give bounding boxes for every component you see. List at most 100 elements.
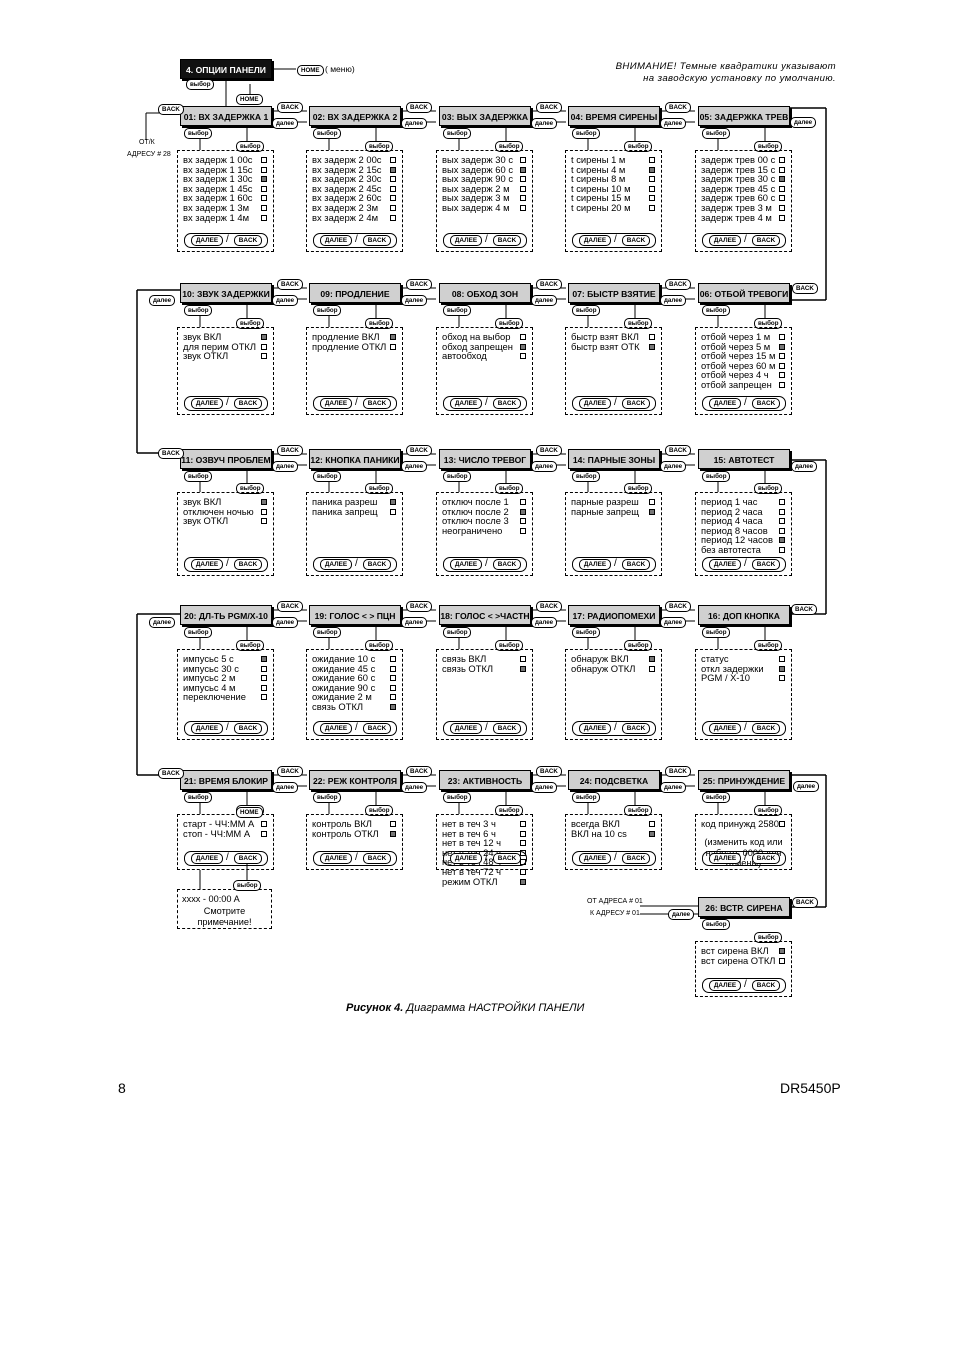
select-pill-left-3[interactable]: выбор	[443, 128, 472, 139]
back-button[interactable]: BACK	[363, 723, 391, 734]
option-item[interactable]: вх задерж 2 45с	[312, 183, 396, 194]
back-button[interactable]: BACK	[493, 723, 521, 734]
select-pill-left-23[interactable]: выбор	[443, 792, 472, 803]
checkbox[interactable]	[390, 821, 396, 827]
checkbox[interactable]	[779, 499, 785, 505]
back-button[interactable]: BACK	[493, 559, 521, 570]
select-pill-left-7[interactable]: выбор	[313, 305, 342, 316]
option-item[interactable]: ожидание 60 с	[312, 673, 396, 683]
back-button[interactable]: BACK	[234, 723, 262, 734]
checkbox[interactable]	[779, 675, 785, 682]
back-link-0-1[interactable]: BACK	[406, 102, 432, 113]
back-button[interactable]: BACK	[622, 559, 650, 570]
checkbox[interactable]	[779, 195, 785, 202]
checkbox[interactable]	[261, 665, 267, 672]
option-item[interactable]: импусьс 30 с	[183, 663, 267, 674]
next-link-row3-left[interactable]: далее	[149, 617, 176, 628]
menu-title-14[interactable]: 14: ПАРНЫЕ ЗОНЫ	[568, 449, 660, 469]
back-link-3-2[interactable]: BACK	[536, 601, 562, 612]
checkbox[interactable]	[520, 195, 526, 202]
option-item[interactable]: переключение	[183, 692, 267, 702]
option-item[interactable]: контроль ОТКЛ	[312, 828, 396, 839]
option-item[interactable]: задерж трев 3 м	[701, 203, 785, 213]
option-item[interactable]: стоп - ЧЧ:ММ А	[183, 828, 267, 839]
back-button[interactable]: BACK	[234, 853, 262, 864]
select-pill-left-12[interactable]: выбор	[313, 471, 342, 482]
select-pill-right-26[interactable]: выбор	[754, 932, 783, 943]
checkbox[interactable]	[261, 518, 267, 525]
checkbox[interactable]	[390, 176, 396, 183]
option-item[interactable]: отбой через 4 ч	[701, 370, 785, 380]
option-item[interactable]: вх задерж 1 4м	[183, 212, 267, 223]
option-item[interactable]: отбой запрещен	[701, 380, 785, 390]
back-button[interactable]: BACK	[493, 853, 521, 864]
option-item[interactable]: режим ОТКЛ	[442, 876, 526, 887]
next-link-0-1[interactable]: далее	[401, 118, 428, 129]
checkbox[interactable]	[520, 353, 526, 360]
next-link-2-2[interactable]: далее	[531, 461, 558, 472]
default-checkbox[interactable]	[649, 343, 655, 350]
back-button[interactable]: BACK	[752, 398, 780, 409]
next-button[interactable]: ДАЛЕЕ	[579, 853, 611, 864]
select-pill-left-21[interactable]: выбор	[184, 792, 213, 803]
default-checkbox[interactable]	[520, 343, 526, 350]
back-link-row4-left[interactable]: BACK	[158, 768, 184, 779]
option-item[interactable]: парные запрещ	[571, 506, 655, 517]
select-pill-right-3[interactable]: выбор	[495, 141, 524, 152]
next-button[interactable]: ДАЛЕЕ	[709, 398, 741, 409]
next-link-4-2[interactable]: далее	[531, 782, 558, 793]
checkbox[interactable]	[649, 821, 655, 827]
checkbox[interactable]	[390, 675, 396, 682]
back-link-2-2[interactable]: BACK	[536, 445, 562, 456]
back-button[interactable]: BACK	[363, 559, 391, 570]
select-pill-right-7[interactable]: выбор	[365, 318, 394, 329]
menu-title-6[interactable]: 10: ЗВУК ЗАДЕРЖКИ	[180, 283, 272, 303]
option-item[interactable]: t сирены 8 м	[571, 174, 655, 184]
option-item[interactable]: отбой через 5 м	[701, 341, 785, 352]
next-link-2-3[interactable]: далее	[660, 461, 687, 472]
option-item[interactable]: вых задерж 30 с	[442, 155, 526, 165]
select-pill-left-9[interactable]: выбор	[572, 305, 601, 316]
select-pill-left-11[interactable]: выбор	[184, 471, 213, 482]
option-item[interactable]: вх задерж 1 45с	[183, 183, 267, 194]
option-item[interactable]: продление ВКЛ	[312, 332, 396, 342]
default-checkbox[interactable]	[261, 499, 267, 505]
option-item[interactable]: период 4 часа	[701, 516, 785, 526]
back-link-4-2[interactable]: BACK	[536, 766, 562, 777]
back-link-0-2[interactable]: BACK	[536, 102, 562, 113]
back-link-1-0[interactable]: BACK	[277, 279, 303, 290]
checkbox[interactable]	[779, 821, 785, 827]
select-pill-left-4[interactable]: выбор	[572, 128, 601, 139]
checkbox[interactable]	[261, 166, 267, 173]
select-pill-right-20[interactable]: выбор	[754, 640, 783, 651]
menu-title-7[interactable]: 09: ПРОДЛЕНИЕ	[309, 283, 401, 303]
checkbox[interactable]	[779, 957, 785, 964]
checkbox[interactable]	[520, 157, 526, 163]
select-pill-right-1[interactable]: выбор	[236, 141, 265, 152]
checkbox[interactable]	[779, 166, 785, 173]
checkbox[interactable]	[390, 157, 396, 163]
select-pill-right-10[interactable]: выбор	[754, 318, 783, 329]
back-button[interactable]: BACK	[622, 398, 650, 409]
select-pill-left-17[interactable]: выбор	[313, 627, 342, 638]
next-link-4-0[interactable]: далее	[272, 782, 299, 793]
back-button[interactable]: BACK	[752, 559, 780, 570]
next-button[interactable]: ДАЛЕЕ	[191, 853, 223, 864]
next-button[interactable]: ДАЛЕЕ	[450, 559, 482, 570]
checkbox[interactable]	[779, 362, 785, 369]
checkbox[interactable]	[520, 830, 526, 837]
option-item[interactable]: связь ОТКЛ	[312, 702, 396, 712]
next-button[interactable]: ДАЛЕЕ	[320, 559, 352, 570]
option-item[interactable]: импусьс 5 с	[183, 654, 267, 664]
back-button[interactable]: BACK	[234, 559, 262, 570]
checkbox[interactable]	[779, 205, 785, 211]
back-button[interactable]: BACK	[752, 980, 780, 991]
checkbox[interactable]	[261, 684, 267, 691]
next-link-row4-right[interactable]: далее	[793, 781, 820, 792]
option-item[interactable]: t сирены 15 м	[571, 193, 655, 203]
next-button[interactable]: ДАЛЕЕ	[320, 853, 352, 864]
checkbox[interactable]	[779, 656, 785, 662]
option-item[interactable]: нет в теч 3 ч	[442, 819, 526, 829]
default-checkbox[interactable]	[390, 166, 396, 173]
option-item[interactable]: t сирены 20 м	[571, 203, 655, 213]
